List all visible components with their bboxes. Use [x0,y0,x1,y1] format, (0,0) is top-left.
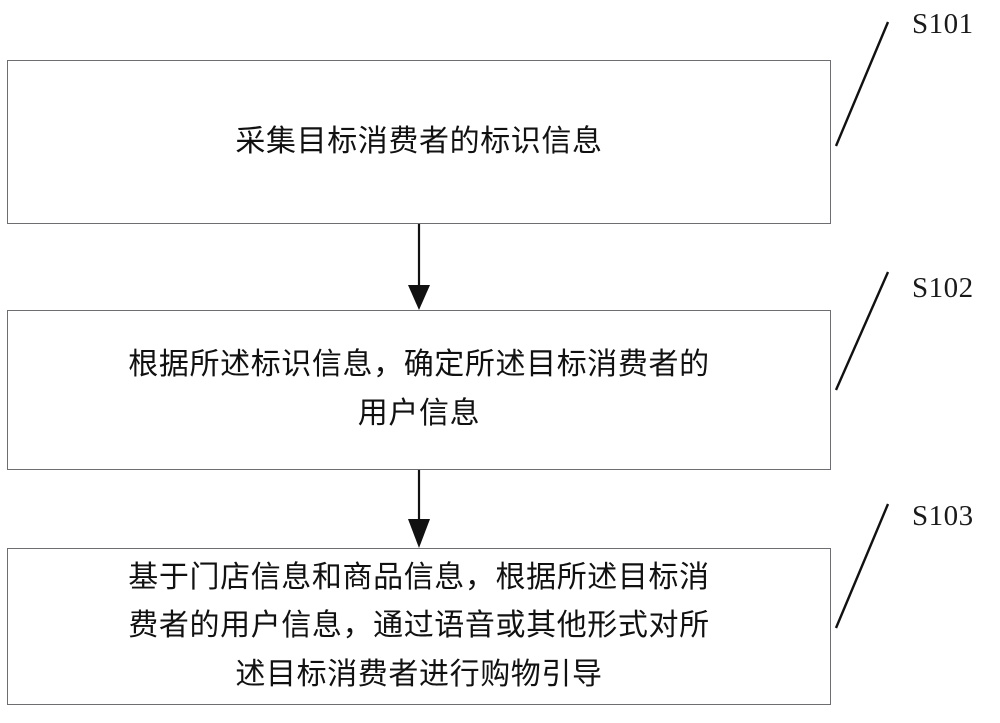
process-box-s103: 基于门店信息和商品信息，根据所述目标消 费者的用户信息，通过语音或其他形式对所 … [7,548,831,705]
leader-line-s102 [834,271,890,391]
process-box-s101: 采集目标消费者的标识信息 [7,60,831,224]
process-box-s102-text: 根据所述标识信息，确定所述目标消费者的 用户信息 [128,348,710,430]
step-label-s103: S103 [912,500,974,532]
step-label-s102: S102 [912,272,974,304]
process-box-s103-text: 基于门店信息和商品信息，根据所述目标消 费者的用户信息，通过语音或其他形式对所 … [128,560,710,691]
process-box-s101-text: 采集目标消费者的标识信息 [235,124,603,158]
arrow-s101-to-s102 [408,224,430,310]
leader-line-s103 [834,503,890,629]
process-box-s102: 根据所述标识信息，确定所述目标消费者的 用户信息 [7,310,831,470]
arrow-s102-to-s103 [408,470,430,548]
leader-line-s101 [834,21,890,147]
step-label-s101: S101 [912,8,974,40]
